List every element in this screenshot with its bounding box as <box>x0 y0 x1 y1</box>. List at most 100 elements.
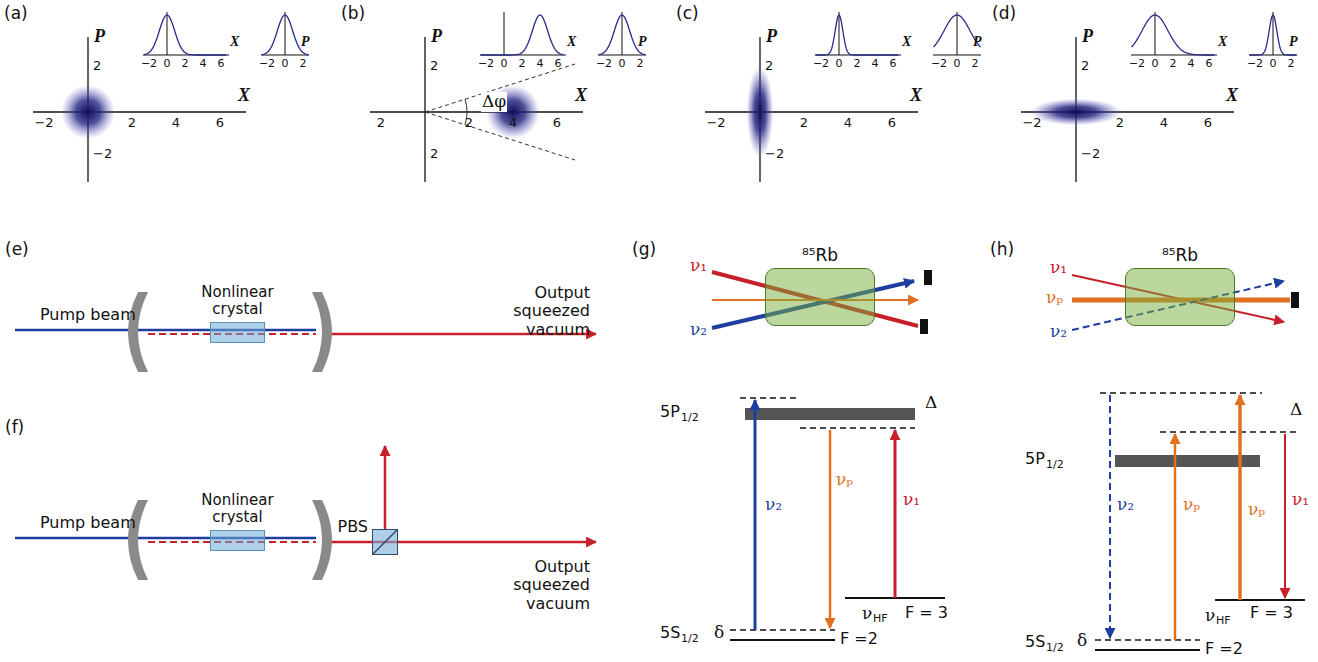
tick-label: 2 <box>972 58 979 71</box>
axis-label: P <box>301 34 310 50</box>
tick-label: 4 <box>1188 58 1195 71</box>
beam-block <box>924 270 932 285</box>
tick-label: 2 <box>300 58 307 71</box>
hyperfine-label: F =2 <box>840 630 878 648</box>
cavity-setup-f <box>15 446 596 580</box>
gaussian-curve <box>816 15 899 55</box>
tick-label: 6 <box>1204 116 1212 131</box>
phase-line <box>425 64 575 112</box>
axis-label: X <box>230 34 239 50</box>
frequency-subscript: HF <box>873 613 888 626</box>
transition-label: νₚ <box>1248 500 1265 520</box>
inset-axis <box>839 12 840 55</box>
tick-label: 2 <box>1288 58 1295 71</box>
level-subscript: 1/2 <box>681 633 699 646</box>
axis-label: X <box>1226 85 1238 106</box>
panel-letter: (e) <box>5 240 29 260</box>
tick-label: −2 <box>1081 147 1100 162</box>
beam-label: νₚ <box>1046 288 1063 308</box>
output-label: Output squeezed vacuum <box>460 558 590 613</box>
tick-label: 2 <box>800 116 808 131</box>
transition-label: νₚ <box>1183 495 1200 515</box>
tick-label: 4 <box>200 58 207 71</box>
axis-label: P <box>638 34 647 50</box>
axis-label: X <box>902 34 911 50</box>
panel-letter: (f) <box>5 418 24 438</box>
beam-block <box>920 319 928 334</box>
hyperfine-label: F =2 <box>1205 640 1243 658</box>
tick-label: 2 <box>519 58 526 71</box>
tick-label: 2 <box>637 58 644 71</box>
axis-label: P <box>94 26 105 47</box>
tick-label: 4 <box>537 58 544 71</box>
inset-axis <box>1273 12 1274 55</box>
inset-axis <box>285 12 286 55</box>
transition-label: ν₂ <box>1117 495 1134 515</box>
beam-label: ν₁ <box>1050 258 1067 278</box>
tick-label: 2 <box>1116 116 1124 131</box>
level-subscript: 1/2 <box>681 412 699 425</box>
tick-label: 2 <box>765 59 773 74</box>
detuning-label: δ <box>1077 631 1087 651</box>
axis-label: X <box>238 85 250 106</box>
tick-label: 2 <box>377 116 385 131</box>
tick-label: 0 <box>836 58 843 71</box>
output-label: Output squeezed vacuum <box>460 284 590 339</box>
frequency-label: ν <box>1205 606 1215 626</box>
panel-letter: (c) <box>676 4 699 24</box>
tick-label: −2 <box>706 116 725 131</box>
component-label: PBS <box>338 518 369 536</box>
beam-splitter: PBS <box>372 529 398 555</box>
tick-label: 4 <box>872 58 879 71</box>
tick-label: 0 <box>282 58 289 71</box>
level-label: 5S <box>1025 633 1045 651</box>
mirror <box>312 500 332 580</box>
vapor-cell: ⁸⁵Rb <box>765 268 875 326</box>
axis-label: P <box>431 26 442 47</box>
transition-label: ν₂ <box>765 495 782 515</box>
axis-label: P <box>766 26 777 47</box>
nonlinear-crystal: Nonlinear crystal <box>210 530 265 551</box>
tick-label: −2 <box>596 58 612 71</box>
tick-label: 6 <box>890 58 897 71</box>
wigner-blob <box>747 66 774 158</box>
tick-label: −2 <box>478 58 494 71</box>
levels-h <box>1095 393 1305 650</box>
vapor-cell: ⁸⁵Rb <box>1125 268 1235 326</box>
wigner-blob <box>1030 99 1122 126</box>
mirror <box>128 292 148 372</box>
splitter-diagonal <box>373 530 397 554</box>
beam-label: ν₂ <box>690 320 707 340</box>
tick-label: 2 <box>854 58 861 71</box>
gaussian-curve <box>1132 15 1215 55</box>
tick-label: 4 <box>844 116 852 131</box>
gaussian-curve <box>144 15 227 55</box>
axis-label: X <box>1218 34 1227 50</box>
cell-label: ⁸⁵Rb <box>1162 246 1198 266</box>
nonlinear-crystal: Nonlinear crystal <box>210 322 265 343</box>
tick-label: 6 <box>553 116 561 131</box>
tick-label: −2 <box>34 116 53 131</box>
tick-label: 0 <box>164 58 171 71</box>
tick-label: 0 <box>619 58 626 71</box>
panel-letter: (a) <box>4 4 28 24</box>
tick-label: 4 <box>509 116 517 131</box>
tick-label: −2 <box>765 147 784 162</box>
level-label: 5P <box>660 403 680 421</box>
inset-axis <box>957 12 958 55</box>
tick-label: 6 <box>555 58 562 71</box>
mirror <box>312 292 332 372</box>
tick-label: 2 <box>128 116 136 131</box>
tick-label: 0 <box>1270 58 1277 71</box>
tick-label: −2 <box>141 58 157 71</box>
panel-letter: (b) <box>341 4 365 24</box>
level-subscript: 1/2 <box>1046 459 1064 472</box>
cell-label: ⁸⁵Rb <box>802 246 838 266</box>
tick-label: −2 <box>93 147 112 162</box>
mirror <box>128 500 148 580</box>
tick-label: 2 <box>1170 58 1177 71</box>
panel-letter: (h) <box>990 240 1014 260</box>
frequency-subscript: HF <box>1216 615 1231 628</box>
tick-label: −2 <box>259 58 275 71</box>
